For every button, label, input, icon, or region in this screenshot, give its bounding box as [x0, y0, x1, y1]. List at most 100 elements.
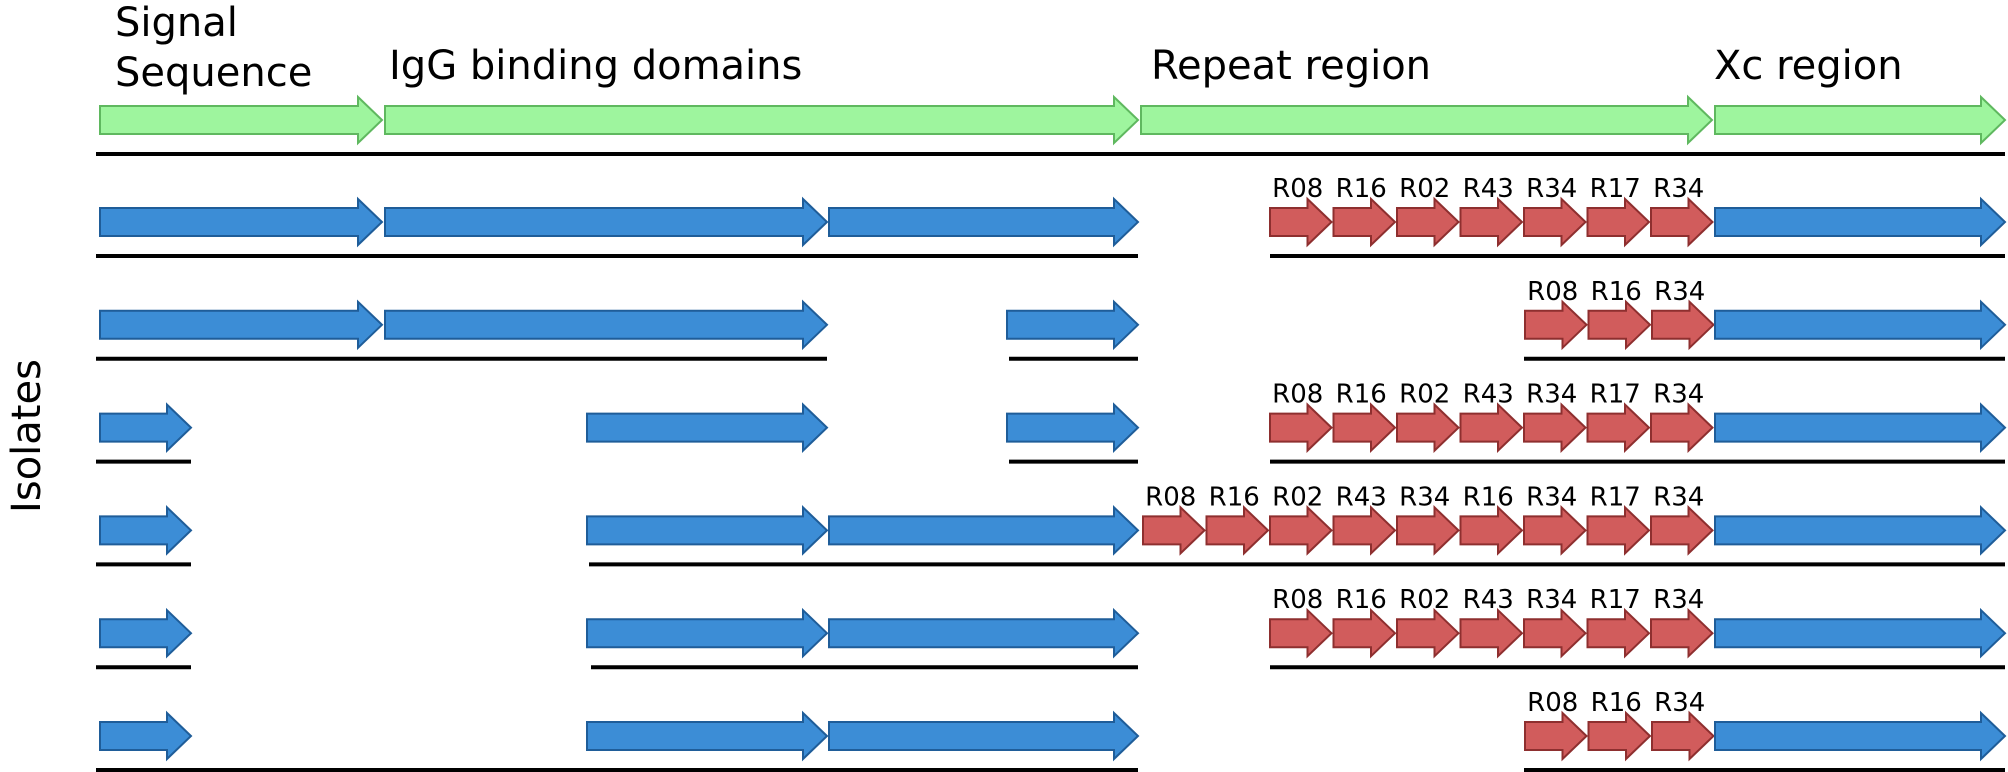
isolate-row: R08 R16 R02 R43 R34 R17 R34	[96, 585, 2007, 670]
xc-segment	[1714, 402, 2007, 453]
xc-segment	[1714, 299, 2007, 351]
repeat-label: R17	[1590, 482, 1641, 512]
repeat-label: R34	[1653, 174, 1704, 204]
repeat-unit	[1651, 710, 1715, 762]
repeat-label: R34	[1399, 482, 1450, 512]
repeat-label: R02	[1399, 585, 1450, 615]
repeat-unit	[1269, 402, 1333, 453]
repeat-unit	[1269, 607, 1333, 659]
repeat-label: R16	[1463, 482, 1514, 512]
repeat-unit	[1142, 505, 1206, 556]
repeat-unit	[1587, 710, 1652, 762]
domain-segment	[99, 196, 384, 248]
domain-segment	[828, 196, 1140, 248]
repeat-unit	[1332, 402, 1397, 453]
domain-segment	[384, 299, 829, 351]
domain-segment	[99, 299, 384, 351]
repeat-label: R02	[1399, 174, 1450, 204]
repeat-unit	[1523, 607, 1587, 659]
repeat-label: R16	[1336, 585, 1387, 615]
xc-segment	[1714, 505, 2007, 556]
repeat-unit	[1650, 196, 1714, 248]
isolate-row: R08 R16 R34	[96, 688, 2007, 772]
repeat-unit	[1650, 607, 1714, 659]
region-label-signal: Sequence	[115, 50, 312, 96]
repeat-unit	[1586, 402, 1651, 453]
repeat-label: R02	[1399, 380, 1450, 410]
domain-segment	[828, 710, 1140, 762]
repeat-unit	[1396, 402, 1460, 453]
repeat-unit	[1332, 505, 1397, 556]
region-label-signal: Signal	[115, 0, 238, 46]
repeat-unit	[1205, 505, 1270, 556]
repeat-label: R16	[1209, 482, 1260, 512]
repeat-label: R02	[1272, 482, 1323, 512]
repeat-label: R08	[1527, 688, 1578, 718]
repeat-unit	[1396, 196, 1460, 248]
repeat-label: R34	[1654, 688, 1705, 718]
domain-segment	[99, 607, 193, 659]
repeat-unit	[1650, 505, 1714, 556]
domain-segment	[99, 710, 193, 762]
domain-segment	[1006, 299, 1140, 351]
repeat-label: R16	[1591, 277, 1642, 307]
xc-segment	[1714, 607, 2007, 659]
repeat-label: R16	[1591, 688, 1642, 718]
domain-track-repeat	[1140, 94, 1714, 146]
repeat-unit	[1587, 299, 1652, 351]
repeat-unit	[1524, 710, 1588, 762]
repeat-unit	[1523, 196, 1587, 248]
repeat-unit	[1523, 402, 1587, 453]
repeat-unit	[1269, 505, 1333, 556]
repeat-label: R43	[1463, 585, 1514, 615]
repeat-unit	[1332, 607, 1397, 659]
repeat-unit	[1524, 299, 1588, 351]
region-label-igg: IgG binding domains	[389, 43, 802, 89]
repeat-label: R34	[1526, 585, 1577, 615]
repeat-label: R43	[1463, 380, 1514, 410]
repeat-unit	[1586, 196, 1651, 248]
repeat-label: R16	[1336, 174, 1387, 204]
repeat-label: R34	[1653, 585, 1704, 615]
repeat-label: R17	[1590, 585, 1641, 615]
domain-segment	[99, 505, 193, 556]
repeat-unit	[1459, 196, 1524, 248]
repeat-label: R34	[1653, 482, 1704, 512]
repeat-label: R08	[1272, 380, 1323, 410]
region-label-repeat: Repeat region	[1151, 43, 1431, 89]
repeat-label: R17	[1590, 380, 1641, 410]
repeat-unit	[1650, 402, 1714, 453]
domain-segment	[828, 505, 1140, 556]
xc-segment	[1714, 710, 2007, 762]
repeat-label: R08	[1272, 585, 1323, 615]
repeat-unit	[1523, 505, 1587, 556]
repeat-unit	[1586, 505, 1651, 556]
repeat-unit	[1332, 196, 1397, 248]
repeat-unit	[1269, 196, 1333, 248]
repeat-unit	[1459, 607, 1524, 659]
y-axis-label: Isolates	[4, 359, 50, 513]
repeat-label: R34	[1526, 380, 1577, 410]
domain-track-xc	[1714, 94, 2007, 146]
domain-track-signal	[99, 94, 384, 146]
xc-segment	[1714, 196, 2007, 248]
repeat-label: R34	[1526, 482, 1577, 512]
repeat-label: R08	[1145, 482, 1196, 512]
domain-segment	[828, 607, 1140, 659]
domain-segment	[586, 607, 829, 659]
domain-segment	[1006, 402, 1140, 453]
domain-segment	[586, 505, 829, 556]
repeat-unit	[1586, 607, 1651, 659]
repeat-label: R34	[1654, 277, 1705, 307]
repeat-label: R17	[1590, 174, 1641, 204]
repeat-label: R16	[1336, 380, 1387, 410]
repeat-label: R08	[1272, 174, 1323, 204]
repeat-label: R43	[1336, 482, 1387, 512]
domain-track-igg	[384, 94, 1140, 146]
